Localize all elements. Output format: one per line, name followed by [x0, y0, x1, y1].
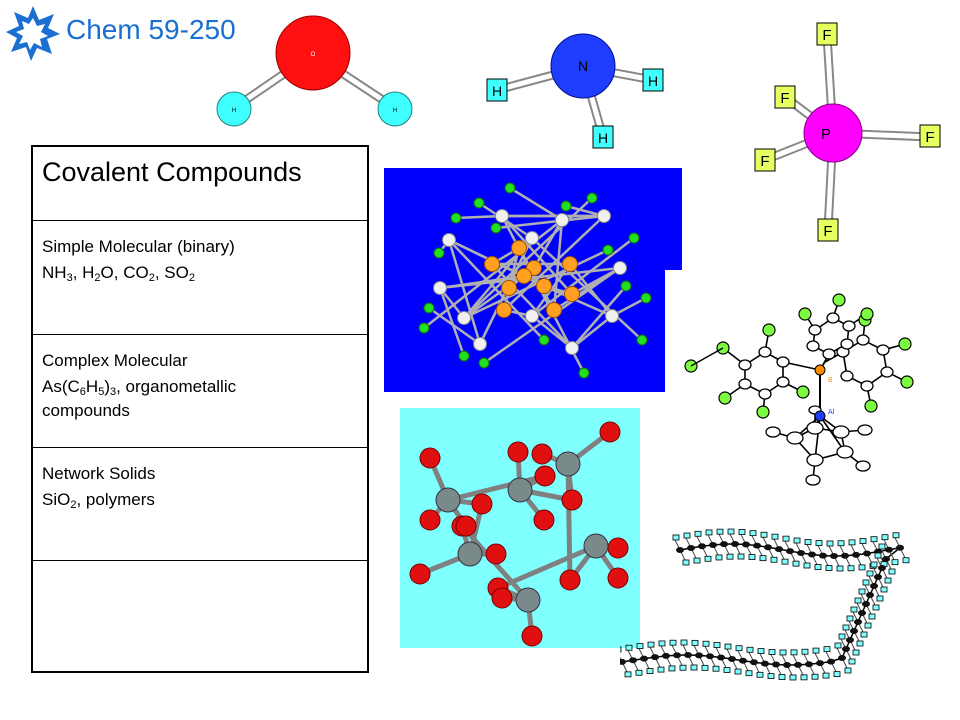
pf5-molecule: P F F F F F	[754, 22, 941, 242]
boron-label: B	[828, 377, 833, 384]
water-hydrogen-label: H	[393, 108, 397, 114]
water-hydrogen-label: H	[232, 108, 236, 114]
table-row: Complex Molecular As(C6H5)3, organometal…	[33, 335, 367, 448]
row-label-simple-molecular: Simple Molecular (binary)	[42, 237, 235, 256]
ammonia-nitrogen-label: N	[578, 58, 588, 74]
cluster-molecule-image	[384, 168, 682, 392]
table-row: Network Solids SiO2, polymers	[33, 448, 367, 561]
ammonia-hydrogen-label: H	[598, 130, 608, 146]
water-molecule: O H H	[216, 15, 413, 127]
pf5-fluorine-label: F	[925, 129, 934, 146]
ammonia-molecule: N H H H	[486, 33, 664, 149]
pf5-fluorine-label: F	[823, 223, 832, 240]
silicate-ring-image	[400, 408, 640, 648]
simple-molecular-examples: NH3, H2O, CO2, SO2	[42, 263, 195, 284]
pf5-fluorine-label: F	[780, 90, 789, 107]
aluminum-label: Al	[828, 409, 835, 416]
borane-complex-ortep-image: B Al	[665, 270, 950, 495]
table-row: Simple Molecular (binary) NH3, H2O, CO2,…	[33, 221, 367, 335]
covalent-compounds-table: Covalent Compounds Simple Molecular (bin…	[31, 145, 369, 673]
row-label-complex-molecular: Complex Molecular	[42, 351, 188, 370]
complex-molecular-examples-cont: compounds	[42, 401, 130, 420]
water-oxygen-label: O	[311, 52, 316, 58]
row-label-network-solids: Network Solids	[42, 464, 156, 483]
pf5-fluorine-label: F	[822, 27, 831, 44]
ammonia-hydrogen-label: H	[492, 83, 502, 99]
table-row-empty	[33, 561, 367, 673]
ammonia-hydrogen-label: H	[648, 73, 658, 89]
complex-molecular-examples: As(C6H5)3, organometallic	[42, 377, 237, 398]
network-solids-examples: SiO2, polymers	[42, 490, 155, 511]
pf5-phosphorus-label: P	[821, 126, 831, 143]
page-title: Chem 59-250	[66, 14, 236, 45]
table-heading: Covalent Compounds	[33, 147, 367, 221]
logo-icon	[6, 6, 60, 61]
pf5-fluorine-label: F	[760, 153, 769, 170]
polymer-chain-image	[620, 528, 910, 681]
